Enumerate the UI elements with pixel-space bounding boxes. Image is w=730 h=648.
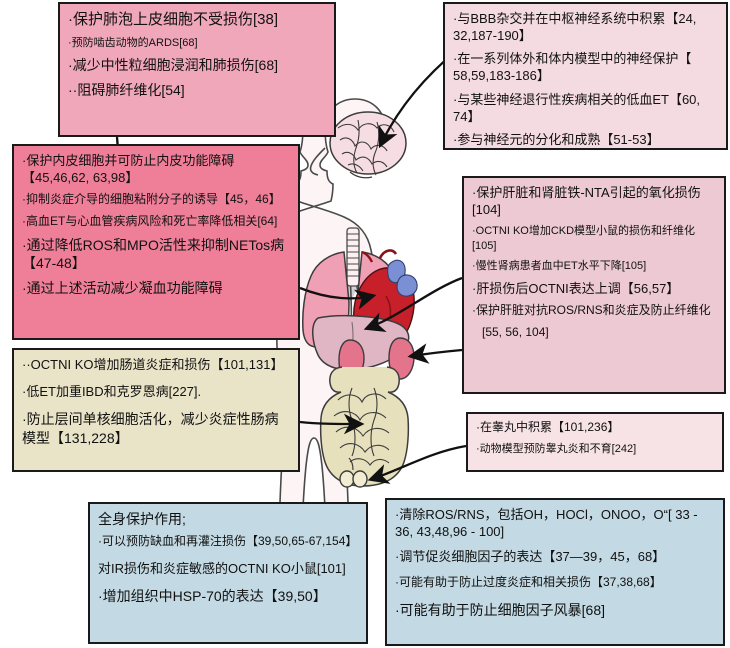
intestine-line-2: ·低ET加重IBD和克罗恩病[227]. [22,384,202,400]
intestine-box[interactable]: ··OCTNI KO增加肠道炎症和损伤【101,131】 ·低ET加重IBD和克… [12,348,300,472]
liverkid-line-6: [55, 56, 104] [482,324,549,339]
lung-line-1: ·保护肺泡上皮细胞不受损伤[38] [68,11,279,28]
ros-rns-box[interactable]: ·清除ROS/RNS，包括OH，HOCl，ONOO，O“[ 33 - 36, 4… [385,498,725,646]
intestine-line-1: ··OCTNI KO增加肠道炎症和损伤【101,131】 [22,357,284,372]
systemic-line-1: 全身保护作用; [98,511,186,527]
cardio-line-4: ·通过降低ROS和MPO活性来抑制NETos病【47-48】 [22,236,285,272]
brain-box[interactable]: ·与BBB杂交并在中枢神经系统中积累【24, 32,187-190】 ·在一系列… [443,2,728,150]
testis-line-1: ·在睾丸中积累【101,236】 [476,420,620,434]
testis-box[interactable]: ·在睾丸中积累【101,236】 ·动物模型预防睾丸炎和不育[242] [466,412,724,472]
liverkid-line-5: ·保护肝脏对抗ROS/RNS和炎症及防止纤维化 [472,303,711,318]
cardio-line-5: ·通过上述活动减少凝血功能障碍 [22,279,223,296]
brain-line-4: ·参与神经元的分化和成熟【51-53】 [453,131,660,147]
liverkid-line-1: ·保护肝脏和肾脏铁-NTA引起的氧化损伤[104] [472,185,701,218]
lung-box[interactable]: ·保护肺泡上皮细胞不受损伤[38] ·预防啮齿动物的ARDS[68] ·减少中性… [58,2,336,137]
intestine-line-3: ·防止层间单核细胞活化，减少炎症性肠病模型【131,228】 [22,411,279,446]
lung-line-2: ·预防啮齿动物的ARDS[68] [68,36,198,49]
testis-line-2: ·动物模型预防睾丸炎和不育[242] [476,442,637,455]
cardio-line-3: ·高血ET与心血管疾病风险和死亡率降低相关[64] [22,214,278,229]
cardio-line-2: ·抑制炎症介导的细胞粘附分子的诱导【45，46】 [22,192,281,207]
ros-line-3: ·可能有助于防止过度炎症和相关损伤【37,38,68】 [395,575,662,590]
systemic-line-2: ·可以预防缺血和再灌注损伤【39,50,65-67,154】 [98,534,358,549]
ros-line-2: ·调节促炎细胞因子的表达【37—39，45，68】 [395,549,666,565]
ros-line-1: ·清除ROS/RNS，包括OH，HOCl，ONOO，O“[ 33 - 36, 4… [395,507,698,540]
ros-line-4: ·可能有助于防止细胞因子风暴[68] [395,602,606,619]
liver-kidney-box[interactable]: ·保护肝脏和肾脏铁-NTA引起的氧化损伤[104] ·OCTNI KO增加CKD… [462,176,726,394]
lung-line-4: ··阻碍肺纤维化[54] [68,81,185,98]
liverkid-line-2: ·OCTNI KO增加CKD模型小鼠的损伤和纤维化[105] [472,225,696,252]
intestines-organ [319,366,410,487]
brain-line-3: ·与某些神经退行性疾病相关的低血ET【60, 74】 [453,91,701,124]
cardio-line-1: ·保护内皮细胞并可防止内皮功能障碍【45,46,62, 63,98】 [22,153,235,186]
head-outline [309,147,326,176]
lung-line-3: ·减少中性粒细胞浸润和肺损伤[68] [68,57,279,74]
brain-line-2: ·在一系列体外和体内模型中的神经保护【 58,59,183-186】 [453,51,692,84]
liverkid-line-3: ·慢性肾病患者血中ET水平下降[105] [472,260,647,273]
systemic-protection-box[interactable]: 全身保护作用; ·可以预防缺血和再灌注损伤【39,50,65-67,154】 对… [88,502,368,644]
liverkid-line-4: ·肝损伤后OCTNI表达上调【56,57】 [472,280,680,296]
brain-organ [329,111,407,179]
systemic-line-4: ·增加组织中HSP-70的表达【39,50】 [98,588,327,605]
systemic-line-3: 对IR损伤和炎症敏感的OCTNI KO小鼠[101] [98,561,346,577]
testes-organ [339,457,368,488]
brain-line-1: ·与BBB杂交并在中枢神经系统中积累【24, 32,187-190】 [453,11,697,44]
cardiovascular-box[interactable]: ·保护内皮细胞并可防止内皮功能障碍【45,46,62, 63,98】 ·抑制炎症… [12,144,300,340]
